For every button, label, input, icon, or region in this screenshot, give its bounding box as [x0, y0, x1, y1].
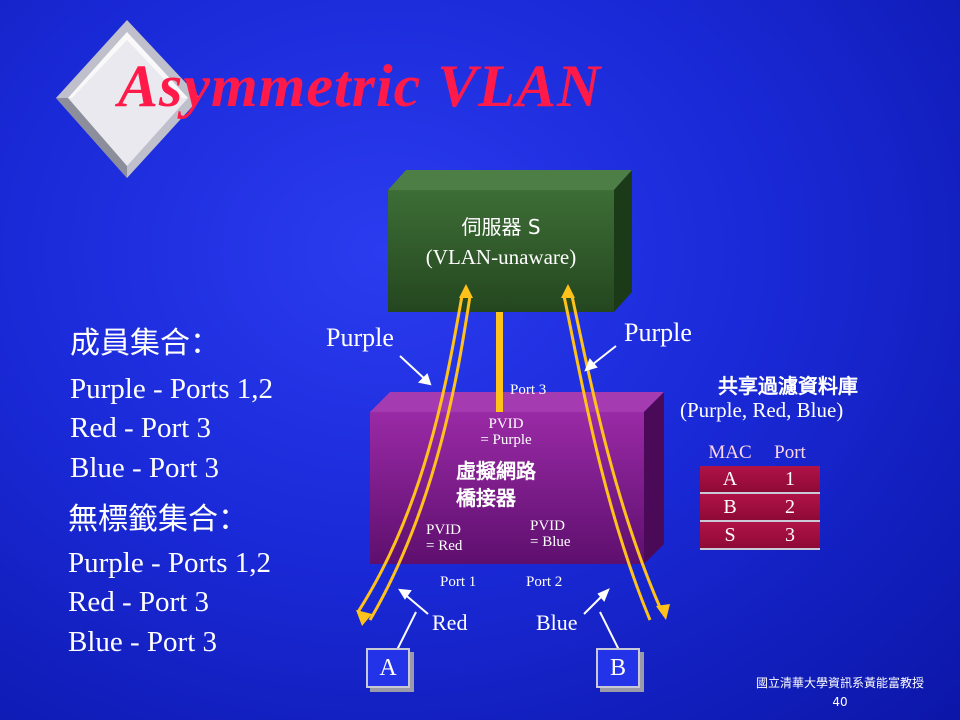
- untagged-set-line: Red - Port 3: [68, 586, 209, 618]
- filter-db-title: 共享過濾資料庫: [718, 374, 858, 398]
- flow-left-1: [368, 295, 472, 621]
- bridge-name-line1: 虛擬網路: [456, 459, 536, 483]
- server-type: (VLAN-unaware): [425, 245, 577, 269]
- table-header-row: MAC Port: [700, 440, 820, 466]
- server-label: 伺服器 S (VLAN-unaware): [388, 212, 614, 272]
- server-link: [496, 312, 503, 412]
- untagged-set: 無標籤集合： Purple - Ports 1,2 Red - Port 3 B…: [68, 494, 271, 662]
- arrow-up-right: [561, 284, 575, 298]
- bridge-name: 虛擬網路 橋接器: [456, 458, 576, 512]
- pvid-red: PVID = Red: [426, 522, 496, 554]
- host-a[interactable]: A: [366, 648, 410, 688]
- member-set-line: Blue - Port 3: [70, 452, 220, 484]
- pvid-purple: PVID = Purple: [456, 416, 556, 448]
- bridge-name-line2: 橋接器: [456, 486, 516, 510]
- arrow-up-left: [459, 284, 473, 298]
- mac-cell: S: [700, 521, 760, 550]
- filter-db-subtitle: (Purple, Red, Blue): [680, 398, 844, 422]
- port-cell: 2: [760, 493, 820, 522]
- column-header-mac: MAC: [708, 442, 752, 463]
- port2-label: Port 2: [526, 574, 563, 590]
- footer: 國立清華大學資訊系黃能富教授 40: [740, 674, 940, 709]
- mac-cell: A: [700, 466, 760, 494]
- pvid-blue-line1: PVID: [530, 518, 566, 534]
- footer-org: 國立清華大學資訊系黃能富教授: [755, 676, 924, 690]
- column-header-port: Port: [774, 442, 806, 463]
- pvid-red-line1: PVID: [426, 522, 462, 538]
- server-name: 伺服器 S: [461, 215, 541, 239]
- blue-label: Blue: [536, 610, 578, 635]
- page-number: 40: [832, 695, 848, 709]
- untagged-set-line: Purple - Ports 1,2: [68, 547, 271, 579]
- host-b-link: [599, 611, 621, 653]
- untagged-set-header: 無標籤集合：: [68, 502, 248, 537]
- port1-label: Port 1: [440, 574, 477, 590]
- flow-left-2: [356, 295, 464, 613]
- port3-label: Port 3: [510, 382, 547, 398]
- red-label: Red: [432, 610, 468, 635]
- table-row: S 3: [700, 521, 820, 550]
- pvid-blue: PVID = Blue: [530, 518, 610, 550]
- table-row: A 1: [700, 466, 820, 494]
- diamond-decoration: [56, 20, 200, 178]
- pvid-blue-line2: = Blue: [530, 534, 571, 550]
- pvid-purple-line1: PVID: [488, 416, 524, 432]
- page-title: Asymmetric VLAN: [118, 53, 602, 119]
- flow-right-2: [570, 295, 664, 613]
- untagged-set-line: Blue - Port 3: [68, 626, 218, 658]
- member-set-line: Purple - Ports 1,2: [70, 373, 273, 405]
- member-set: 成員集合： Purple - Ports 1,2 Red - Port 3 Bl…: [70, 318, 273, 488]
- server-box: [388, 170, 632, 312]
- table-row: B 2: [700, 493, 820, 522]
- host-a-link: [395, 611, 417, 653]
- filter-db-table: MAC Port A 1 B 2 S 3: [700, 440, 820, 550]
- port-cell: 1: [760, 466, 820, 494]
- member-set-header: 成員集合：: [70, 326, 220, 361]
- arrow-down-left: [356, 610, 372, 626]
- arrow-down-right: [656, 604, 670, 620]
- purple-label-left: Purple: [326, 323, 394, 352]
- port-cell: 3: [760, 521, 820, 550]
- pvid-red-line2: = Red: [426, 538, 463, 554]
- mac-cell: B: [700, 493, 760, 522]
- purple-label-right: Purple: [624, 318, 692, 347]
- flow-right-1: [562, 295, 652, 621]
- host-b[interactable]: B: [596, 648, 640, 688]
- member-set-line: Red - Port 3: [70, 412, 211, 444]
- pvid-purple-line2: = Purple: [480, 432, 532, 448]
